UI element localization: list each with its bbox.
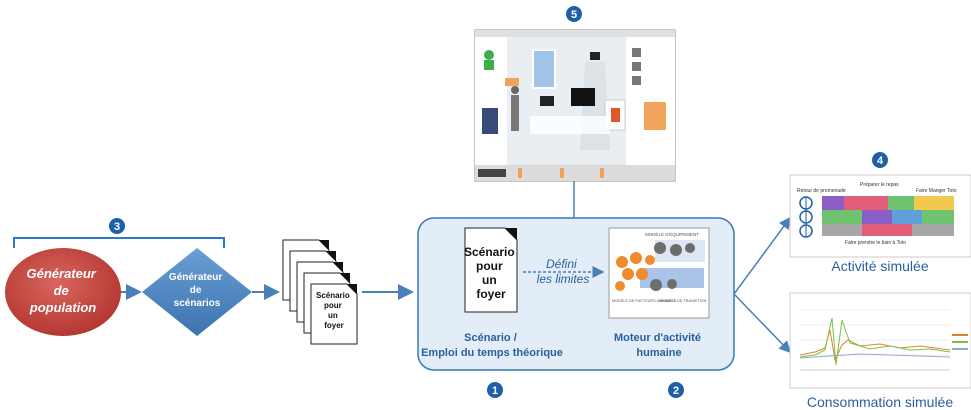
arrow-to-activity	[733, 216, 791, 295]
engine-caption-1: Moteur d'activité	[614, 332, 701, 344]
scenario-generator-label-1: Générateur	[169, 272, 222, 283]
scenario-generator-label-2: de	[190, 285, 202, 296]
scenario-generator-label-3: scénarios	[174, 298, 221, 309]
scenario-document-stack	[282, 239, 358, 345]
svg-text:Générateur de scénario: Générateur de scénarios	[169, 272, 225, 309]
arrow-to-consumption	[733, 293, 792, 354]
activity-label-1: Retour de promenade	[797, 188, 846, 194]
engine-caption-2: humaine	[636, 347, 681, 359]
simulation-screenshot	[474, 29, 676, 182]
define-limits-label-2: les limites	[537, 272, 590, 286]
scenario-caption-2: Emploi du temps théorique	[421, 347, 563, 359]
badge-1: 1	[487, 382, 503, 398]
scenario-document	[464, 227, 518, 313]
badge-5: 5	[566, 6, 582, 22]
stack-label-2: pour	[324, 301, 342, 310]
svg-text:Défini les limites: Défini les limites	[537, 257, 590, 286]
scenario-caption-1: Scénario /	[464, 332, 517, 344]
scenario-doc-label-3: un	[482, 273, 497, 287]
activity-caption: Activité simulée	[831, 258, 928, 274]
scenario-generator-diamond	[142, 248, 252, 336]
badge-3: 3	[109, 218, 125, 234]
activity-chart	[789, 174, 971, 258]
svg-text:Scénario pour un f: Scénario pour un foyer	[316, 291, 352, 330]
population-generator-label-1: Générateur	[27, 266, 97, 281]
badge-2-label: 2	[673, 385, 679, 397]
scenario-doc-label-2: pour	[476, 259, 503, 273]
badge-4: 4	[872, 152, 888, 168]
svg-text:Scénario / Emploi du temps: Scénario / Emploi du temps théorique	[421, 332, 563, 359]
stack-label-1: Scénario	[316, 291, 350, 300]
define-limits-label-1: Défini	[546, 257, 577, 271]
engine-thumb-left-caption: MODÈLE DE FACTEURS AMBIANTS	[612, 298, 676, 303]
badge-3-label: 3	[114, 221, 120, 233]
population-generator-label-3: population	[29, 300, 96, 315]
activity-label-2: Préparer le repas	[860, 182, 899, 188]
badge-2: 2	[668, 382, 684, 398]
svg-text:Scénario pour un f: Scénario pour un foyer	[464, 245, 518, 301]
svg-text:Générateur de populati: Générateur de population	[27, 266, 100, 315]
svg-text:Moteur d'activité humaine: Moteur d'activité humaine	[614, 332, 704, 359]
stack-label-3: un	[328, 311, 338, 320]
badge-4-label: 4	[877, 155, 884, 167]
consumption-chart	[789, 292, 971, 389]
engine-thumb-right-caption: MODÈLE DE TRANSITION	[660, 298, 707, 303]
badge-5-label: 5	[571, 9, 577, 21]
population-generator-ellipse	[5, 248, 121, 336]
generators-bracket	[13, 237, 225, 248]
engine-thumb-header: MODÈLE D'ÉQUIPEMENT	[645, 231, 699, 237]
activity-label-4: Faire prendre le bain à Toto	[845, 240, 906, 246]
consumption-caption: Consommation simulée	[807, 394, 953, 410]
scenario-doc-label-1: Scénario	[464, 245, 515, 259]
population-generator-label-2: de	[54, 283, 69, 298]
scenario-doc-label-4: foyer	[476, 287, 506, 301]
badge-1-label: 1	[492, 385, 498, 397]
engine-thumbnail	[608, 227, 710, 319]
activity-label-3: Faire Manger Toto	[916, 188, 957, 194]
stack-label-4: foyer	[324, 321, 344, 330]
